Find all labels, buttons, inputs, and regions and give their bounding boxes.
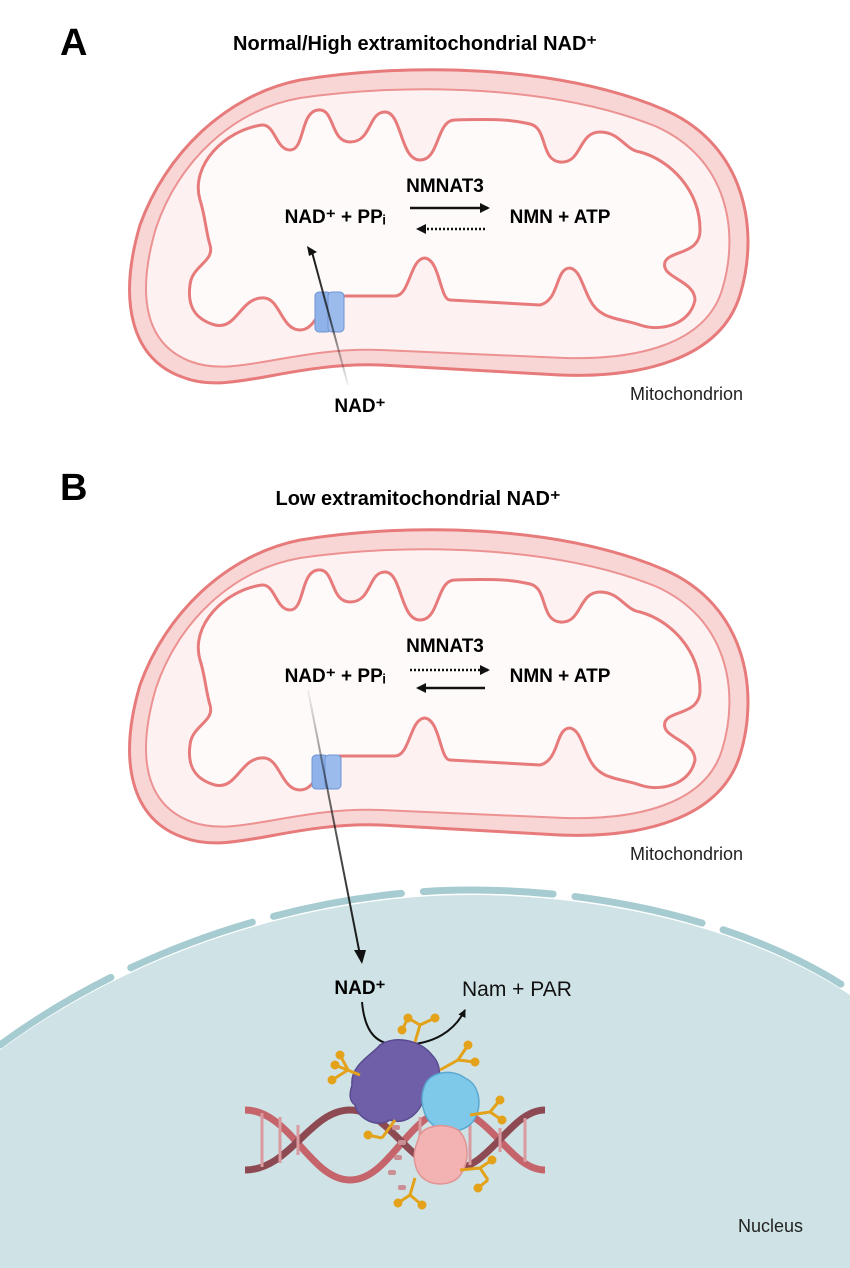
panel-b-title: Low extramitochondrial NAD⁺ [275, 488, 560, 510]
panel-a: A Normal/High extramitochondrial NAD⁺ NM… [60, 22, 750, 417]
nucleus-label: Nucleus [738, 1216, 803, 1236]
reaction-left-a: NAD⁺ + PPᵢ [285, 207, 386, 228]
reaction-left-b: NAD⁺ + PPᵢ [285, 666, 386, 687]
nad-import-arrowhead-a [307, 246, 317, 256]
nucleus-nad-label: NAD⁺ [334, 978, 385, 999]
panel-b-letter: B [60, 467, 87, 509]
products-label: Nam + PAR [462, 978, 572, 1001]
organelle-label-b: Mitochondrion [630, 844, 743, 864]
nad-import-arrow-a [311, 251, 349, 386]
par-chains [327, 1013, 507, 1210]
blue-protein [421, 1071, 480, 1132]
mitochondrion-a [128, 68, 750, 385]
enzyme-label-a: NMNAT3 [406, 176, 484, 197]
nad-transported-a: NAD⁺ [334, 396, 385, 417]
nad-export-arrow-b [307, 689, 361, 956]
pink-protein [413, 1124, 468, 1185]
organelle-label-a: Mitochondrion [630, 384, 743, 404]
reaction-right-a: NMN + ATP [510, 207, 611, 228]
mitochondrion-b [128, 528, 750, 845]
panel-a-title: Normal/High extramitochondrial NAD⁺ [233, 33, 597, 55]
nad-export-arrowhead-b [354, 950, 366, 964]
reaction-right-b: NMN + ATP [510, 666, 611, 687]
panel-a-letter: A [60, 22, 87, 64]
panel-b: B Low extramitochondrial NAD⁺ NMNAT3 NAD… [0, 467, 850, 1268]
transporter-icon-a [314, 291, 345, 333]
enzyme-label-b: NMNAT3 [406, 636, 484, 657]
